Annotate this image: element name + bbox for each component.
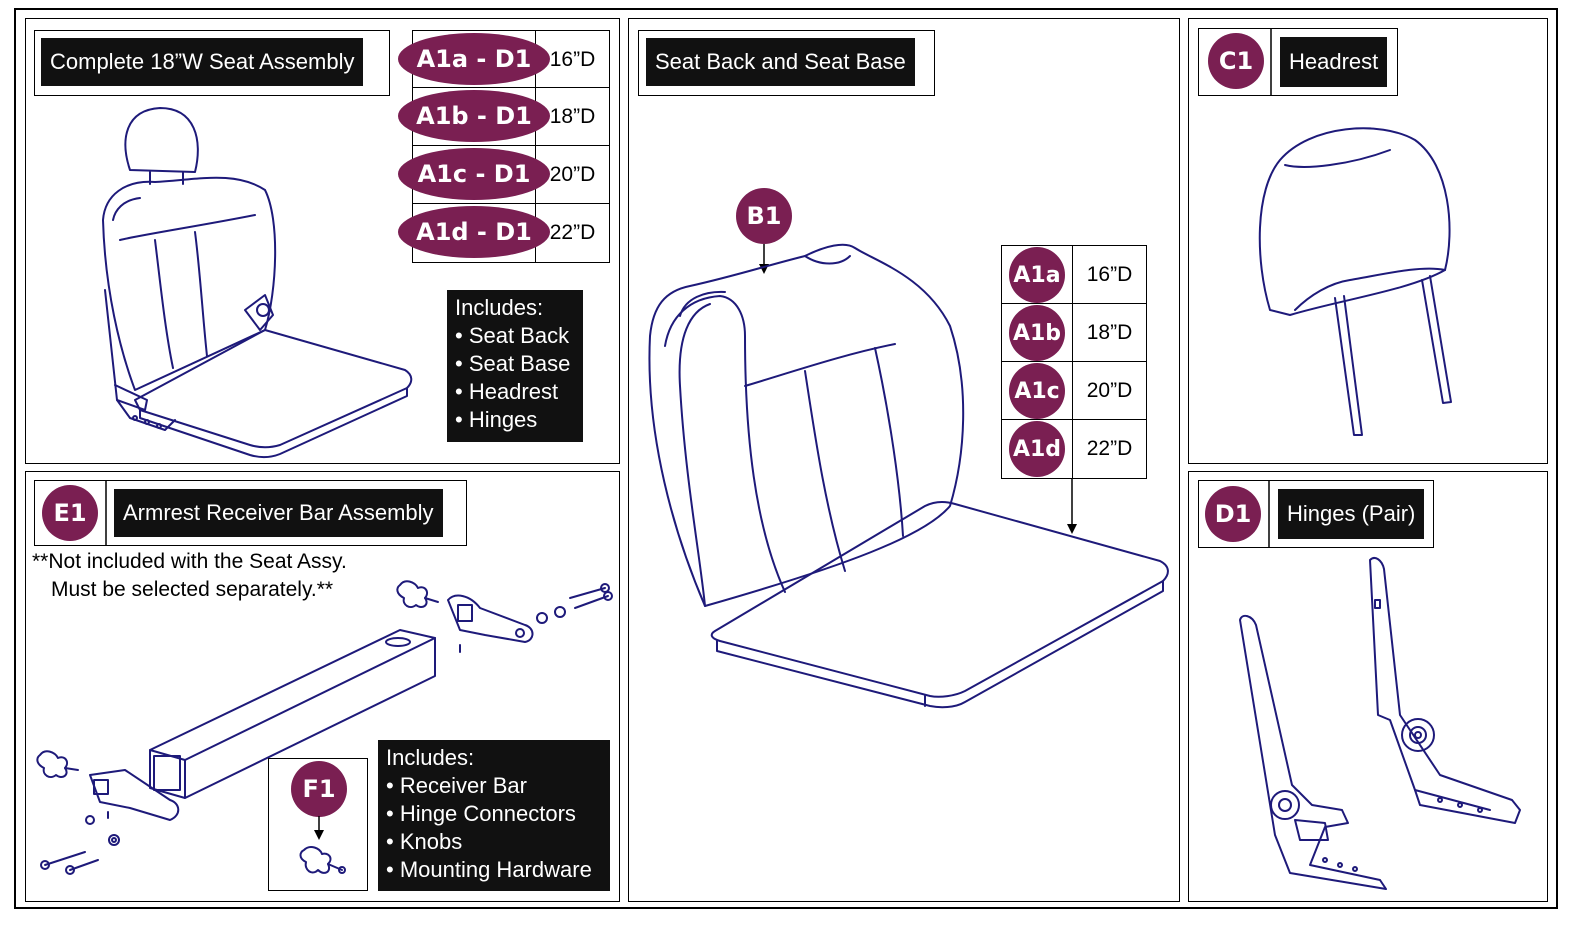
seat-base-callout-arrow (1067, 478, 1077, 534)
armrest-receiver-bar-illustration (36, 580, 613, 875)
armrest-badge: E1 (42, 485, 98, 541)
includes-heading: Includes: (386, 745, 475, 770)
seat-assembly-code-badge: A1b - D1 (398, 90, 550, 142)
seat-assembly-code-badge: A1d - D1 (398, 206, 550, 258)
includes-item: • Headrest (455, 379, 559, 404)
includes-item: • Hinges (455, 407, 538, 432)
seat-base-code-badge: A1b (1009, 305, 1065, 361)
includes-item: • Hinge Connectors (386, 801, 576, 826)
armrest-note-line-2: Must be selected separately.** (51, 578, 334, 601)
hinges-label-divider (1268, 480, 1270, 548)
seat-back-depth-cell-2: 18”D (1072, 303, 1147, 363)
seat-back-base-title: Seat Back and Seat Base (646, 38, 915, 86)
hinges-badge: D1 (1205, 486, 1261, 542)
armrest-includes-box: Includes: • Receiver Bar • Hinge Connect… (378, 740, 610, 891)
armrest-note-line-1: **Not included with the Seat Assy. (32, 550, 347, 573)
seat-assembly-includes-box: Includes: • Seat Back • Seat Base • Head… (447, 290, 583, 442)
includes-item: • Knobs (386, 829, 463, 854)
seat-back-badge: B1 (736, 188, 792, 244)
headrest-title: Headrest (1280, 37, 1388, 87)
seat-base-code-badge: A1d (1009, 421, 1065, 477)
knob-badge: F1 (291, 761, 347, 817)
diagram-frame (14, 8, 1558, 909)
knob-callout-arrow (314, 816, 324, 840)
knob-illustration (299, 846, 346, 874)
armrest-title: Armrest Receiver Bar Assembly (114, 489, 443, 537)
seat-back-depth-cell-4: 22”D (1072, 419, 1147, 479)
includes-item: • Mounting Hardware (386, 857, 592, 882)
seat-assembly-code-badge: A1c - D1 (398, 148, 550, 200)
seat-back-base-illustration (648, 243, 1169, 709)
headrest-illustration (1258, 127, 1452, 436)
includes-item: • Seat Base (455, 351, 571, 376)
seat-back-depth-cell-1: 16”D (1072, 245, 1147, 305)
hinges-illustration (1239, 557, 1521, 890)
hinges-title: Hinges (Pair) (1278, 489, 1425, 539)
seat-assembly-title: Complete 18”W Seat Assembly (41, 38, 364, 86)
headrest-label-divider (1270, 28, 1272, 96)
seat-assembly-code-badge: A1a - D1 (398, 33, 550, 85)
headrest-badge: C1 (1208, 33, 1264, 89)
seat-base-code-badge: A1a (1009, 247, 1065, 303)
complete-seat-illustration (102, 107, 413, 459)
seat-base-code-badge: A1c (1009, 363, 1065, 419)
includes-item: • Receiver Bar (386, 773, 527, 798)
armrest-label-divider (105, 480, 107, 546)
includes-item: • Seat Back (455, 323, 570, 348)
includes-heading: Includes: (455, 295, 544, 320)
